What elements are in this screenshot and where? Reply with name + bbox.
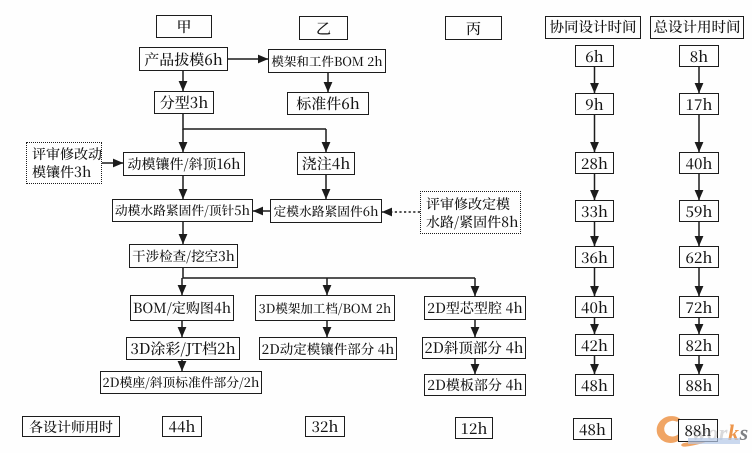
box-collab-step-1: 9h (575, 93, 614, 115)
box-jiaozhu: 浇注4h (297, 152, 355, 175)
box-tucai-jt: 3D涂彩/JT档2h (126, 337, 240, 360)
box-dongding-xiangjian: 2D动定模镶件部分 4h (259, 337, 397, 360)
watermark-letter-k: k (728, 420, 740, 445)
box-total-step-4: 62h (679, 246, 719, 268)
box-bing: 丙 (445, 16, 502, 40)
note-review-dongmo-line1: 评审修改动 (32, 144, 102, 164)
box-mozuo-biaozhun: 2D模座/斜顶标准件部分/2h (100, 371, 262, 394)
box-total-step-2: 40h (679, 152, 719, 174)
box-mojia-bom: 模架和工件BOM 2h (268, 49, 386, 73)
box-collab-total: 48h (573, 418, 612, 440)
box-designer-label: 各设计师用时 (22, 416, 120, 437)
watermark-letter-s: s (739, 420, 749, 445)
box-chanpin-bamo: 产品拔模6h (139, 47, 228, 71)
box-jia: 甲 (156, 15, 212, 38)
box-collab-step-0: 6h (575, 45, 614, 67)
note-review-dingmo: 评审修改定模水路/紧固件8h (420, 191, 521, 234)
note-review-dongmo-line2: 模镶件3h (32, 162, 92, 182)
box-collab-step-5: 40h (575, 296, 614, 318)
box-total-title: 总设计用时间 (650, 16, 744, 39)
box-collab-step-3: 33h (575, 200, 614, 222)
box-total-step-7: 88h (679, 374, 719, 396)
box-total-step-1: 17h (679, 93, 719, 115)
box-total-step-6: 82h (679, 334, 719, 356)
watermark-blue-bar (688, 438, 740, 444)
box-dingmo-shuilu: 定模水路紧固件6h (270, 199, 382, 223)
box-yi: 乙 (299, 16, 348, 40)
box-biaozhunjian: 标准件6h (287, 92, 369, 115)
box-total-step-5: 72h (679, 296, 719, 318)
box-xieding-bufen: 2D斜顶部分 4h (422, 337, 526, 359)
box-collab-step-6: 42h (575, 334, 614, 356)
box-bom-dinggou: BOM/定购图4h (130, 295, 234, 321)
box-total-step-0: 8h (679, 45, 719, 67)
note-review-dongmo: 评审修改动模镶件3h (26, 142, 102, 184)
note-review-dingmo-line2: 水路/紧固件8h (426, 211, 519, 232)
box-designer-total-0: 44h (162, 416, 202, 437)
box-dongmo-shuilu: 动模水路紧固件/顶针5h (112, 199, 253, 222)
box-collab-step-7: 48h (575, 374, 614, 396)
box-dongmo-xiangjian: 动模镶件/斜顶16h (123, 152, 245, 176)
box-total-total: 88h (678, 419, 718, 442)
connector-ganshe-branch (182, 268, 475, 279)
box-collab-step-4: 36h (575, 246, 614, 268)
box-collab-title: 协同设计时间 (545, 16, 641, 39)
note-review-dingmo-line1: 评审修改定模 (426, 193, 510, 214)
box-collab-step-2: 28h (575, 152, 614, 174)
connector-fenxing-branch (182, 114, 326, 130)
box-ganshe-jiancha: 干涉检查/挖空3h (129, 244, 238, 268)
box-xingxin-xingqiang: 2D型芯型腔 4h (424, 296, 526, 320)
box-total-step-3: 59h (679, 200, 719, 222)
box-mojia-jiagong: 3D模架加工档/BOM 2h (255, 295, 395, 321)
box-designer-total-2: 12h (455, 417, 493, 439)
box-designer-total-1: 32h (305, 416, 345, 437)
box-moban-bufen: 2D模板部分 4h (424, 374, 526, 396)
box-fenxing: 分型3h (154, 91, 214, 114)
